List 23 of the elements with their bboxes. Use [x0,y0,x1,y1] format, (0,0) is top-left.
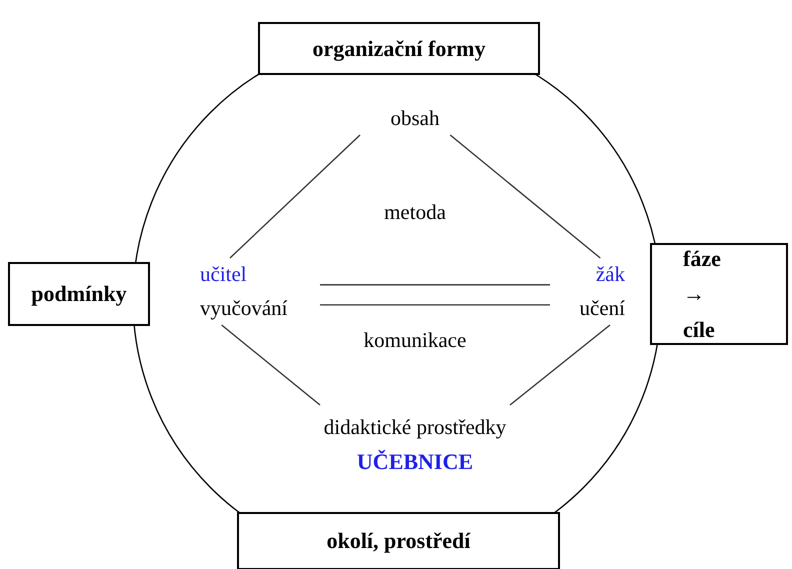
concept-label: vyučování [200,294,288,322]
connector-line [230,134,360,258]
connector-line [221,324,320,406]
concept-box [258,22,540,75]
connector-line [320,304,550,306]
box-text: fáze → cíle [683,245,722,344]
concept-box [650,243,788,345]
concept-label: didaktické prostředky [324,414,506,441]
concept-label: okolí, prostředí [326,527,470,556]
connector-line [510,324,610,406]
concept-box [237,512,560,569]
concept-label: organizační formy [312,34,486,63]
concept-label: obsah [390,105,440,132]
concept-label: učení [580,294,625,322]
concept-box [8,262,150,326]
connector-line [320,284,550,286]
relation-label: metoda [384,200,446,225]
concept-label: UČEBNICE [356,448,474,476]
concept-label: učitel [200,260,247,288]
connector-line [450,134,601,258]
concept-label: podmínky [31,280,127,308]
concept-label: žák [596,260,625,288]
relation-label: komunikace [364,328,466,353]
